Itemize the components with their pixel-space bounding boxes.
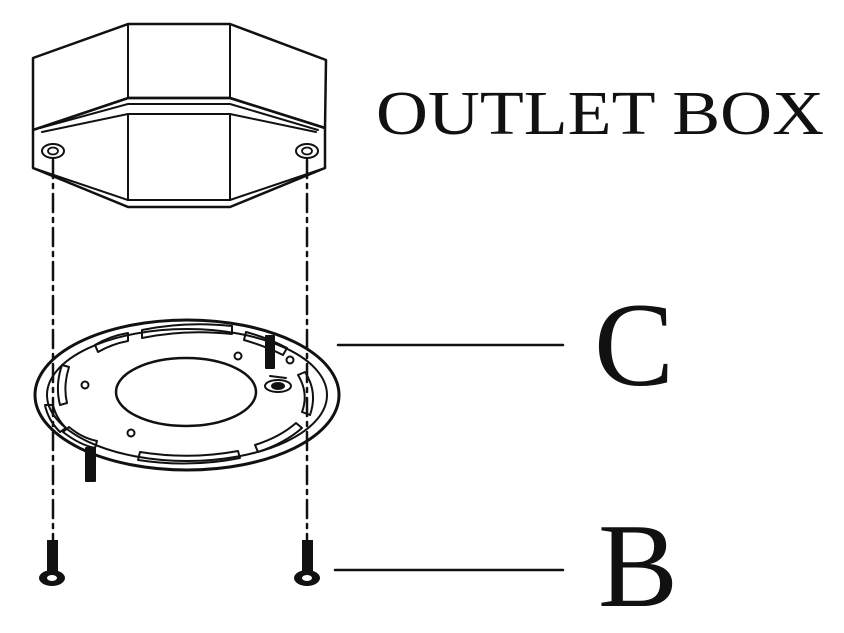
mounting-screw-right [294, 540, 320, 586]
part-c-label: C [594, 278, 674, 411]
center-hole [114, 356, 258, 428]
mounting-screw-left [39, 540, 65, 586]
alignment-lines [51, 158, 309, 542]
ear-hole-right [295, 143, 319, 159]
outlet-box-label: OUTLET BOX [376, 80, 824, 148]
ear-hole-left [41, 143, 65, 159]
part-b-label: B [598, 499, 678, 632]
ground-screw [85, 447, 96, 482]
outlet-box [31, 22, 328, 209]
threaded-stud [264, 335, 292, 393]
mounting-plate [33, 318, 341, 482]
